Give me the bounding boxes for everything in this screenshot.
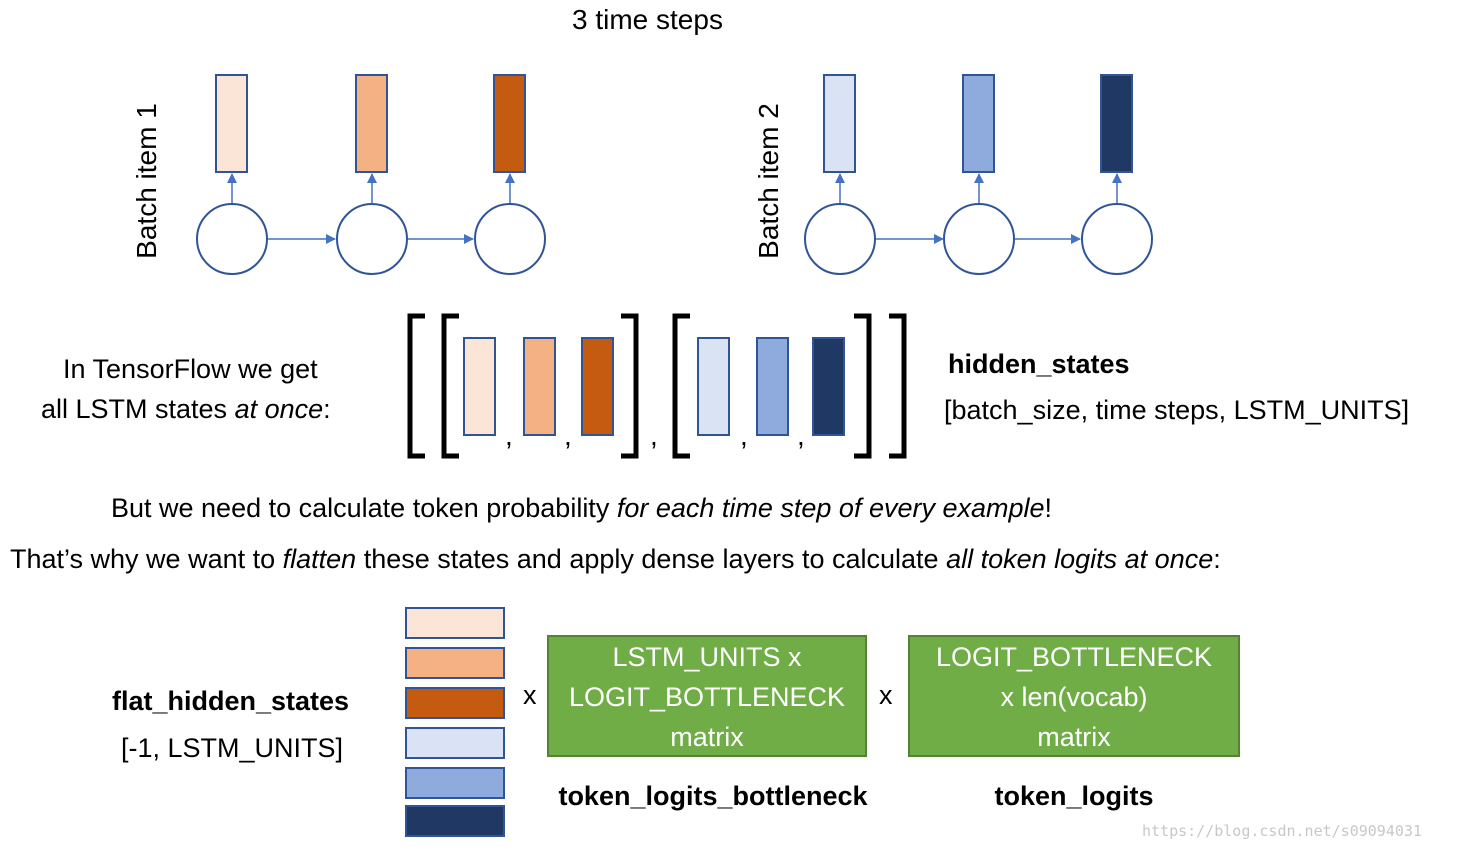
state-bar-b1-t1 xyxy=(215,74,248,173)
batch-item-1-label: Batch item 1 xyxy=(131,103,162,259)
inner-bracket-2-left xyxy=(672,313,690,459)
vocab-matrix-line-1: LOGIT_BOTTLENECK xyxy=(935,642,1213,672)
flat-row-4 xyxy=(405,727,505,759)
flat-row-5 xyxy=(405,767,505,799)
times-operator-1: x xyxy=(523,680,537,710)
bottleneck-matrix-box xyxy=(547,635,867,757)
comma-3: , xyxy=(650,420,658,451)
state-bar-b2-t1 xyxy=(823,74,856,173)
comma-4: , xyxy=(740,420,748,451)
tensorflow-line-1: In TensorFlow we get xyxy=(63,354,318,384)
tensorflow-line-2-suffix: : xyxy=(323,394,331,424)
outer-bracket-right xyxy=(889,313,907,459)
sentence-2-part-1: That’s why we want to xyxy=(10,544,283,574)
comma-5: , xyxy=(797,420,805,451)
inner-bracket-1-left xyxy=(441,313,459,459)
tensor-bar-b2-t2 xyxy=(756,337,789,436)
sentence-2: That’s why we want to flatten these stat… xyxy=(10,544,1221,575)
flat-row-6 xyxy=(405,805,505,837)
batch-item-2-label: Batch item 2 xyxy=(753,103,784,259)
vocab-matrix-line-3: matrix xyxy=(1037,722,1111,752)
bottleneck-matrix-line-2: LOGIT_BOTTLENECK xyxy=(568,682,846,712)
inner-bracket-2-right xyxy=(854,313,872,459)
state-bar-b2-t2 xyxy=(962,74,995,173)
rnn-node-b2-t3 xyxy=(1081,203,1153,275)
state-bar-b2-t3 xyxy=(1100,74,1133,173)
flat-hidden-states-stack xyxy=(405,607,505,837)
flat-row-1 xyxy=(405,607,505,639)
rnn-node-b1-t2 xyxy=(336,203,408,275)
sentence-2-part-2: these states and apply dense layers to c… xyxy=(356,544,947,574)
sentence-2-emphasis-1: flatten xyxy=(282,544,357,574)
rnn-node-b2-t2 xyxy=(943,203,1015,275)
outer-bracket-left xyxy=(407,313,425,459)
flat-row-3 xyxy=(405,687,505,719)
sentence-1-prefix: But we need to calculate token probabili… xyxy=(111,493,617,523)
inner-bracket-1-right xyxy=(621,313,639,459)
watermark: https://blog.csdn.net/s09094031 xyxy=(1142,822,1422,840)
tensor-bar-b2-t1 xyxy=(697,337,730,436)
flat-row-2 xyxy=(405,647,505,679)
state-bar-b1-t2 xyxy=(355,74,388,173)
sentence-1-emphasis: for each time step of every example xyxy=(616,493,1045,523)
tensor-bar-b1-t3 xyxy=(581,337,614,436)
rnn-node-b1-t3 xyxy=(474,203,546,275)
vocab-matrix-box xyxy=(908,635,1240,757)
rnn-node-b2-t1 xyxy=(804,203,876,275)
batch-item-2-rnn xyxy=(804,74,1153,275)
tensor-bar-b1-t1 xyxy=(463,337,496,436)
comma-2: , xyxy=(564,420,572,451)
bottleneck-matrix-caption: token_logits_bottleneck xyxy=(558,781,868,811)
sentence-1-suffix: ! xyxy=(1044,493,1053,523)
bottleneck-matrix-line-3: matrix xyxy=(670,722,744,752)
hidden-states-tensor xyxy=(407,313,907,459)
times-operator-2: x xyxy=(879,680,893,710)
vocab-matrix-caption: token_logits xyxy=(994,781,1154,811)
bottleneck-matrix-text: LSTM_UNITS x LOGIT_BOTTLENECK matrix xyxy=(548,637,866,757)
state-bar-b1-t3 xyxy=(493,74,526,173)
rnn-node-b1-t1 xyxy=(196,203,268,275)
comma-1: , xyxy=(505,420,513,451)
diagram-title: 3 time steps xyxy=(572,4,723,35)
tensorflow-line-2-prefix: all LSTM states xyxy=(41,394,235,424)
vocab-matrix-text: LOGIT_BOTTLENECK x len(vocab) matrix xyxy=(909,637,1239,757)
flat-hidden-states-shape: [-1, LSTM_UNITS] xyxy=(121,733,344,763)
hidden-states-shape: [batch_size, time steps, LSTM_UNITS] xyxy=(944,395,1410,425)
vocab-matrix-line-2: x len(vocab) xyxy=(1000,682,1148,712)
sentence-1: But we need to calculate token probabili… xyxy=(111,493,1052,524)
tensor-bar-b2-t3 xyxy=(812,337,845,436)
hidden-states-name: hidden_states xyxy=(948,349,1130,379)
tensor-bar-b1-t2 xyxy=(523,337,556,436)
sentence-2-emphasis-2: all token logits at once xyxy=(946,544,1214,574)
tensorflow-line-2: all LSTM states at once: xyxy=(41,394,331,425)
bottleneck-matrix-line-1: LSTM_UNITS x xyxy=(612,642,802,672)
flat-hidden-states-name: flat_hidden_states xyxy=(112,686,350,716)
sentence-2-part-3: : xyxy=(1213,544,1221,574)
batch-item-1-rnn xyxy=(196,74,546,275)
tensorflow-line-2-emphasis: at once xyxy=(234,394,324,424)
